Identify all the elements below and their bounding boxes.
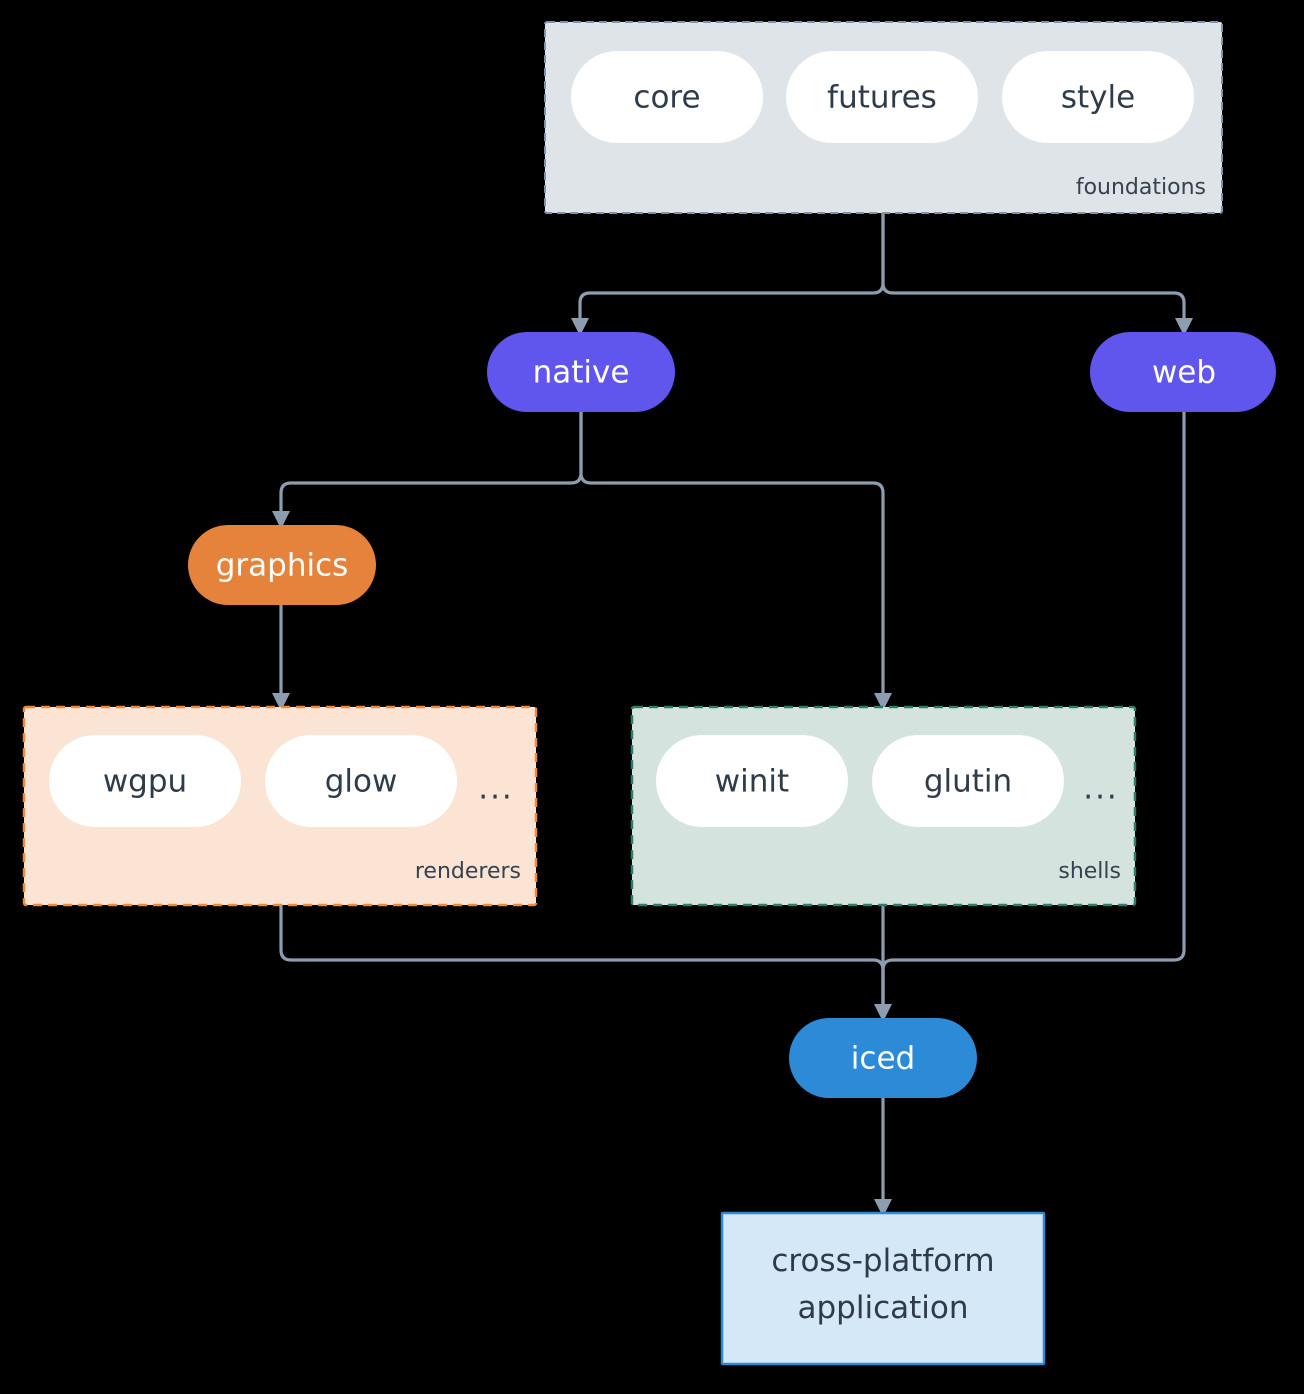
arrowhead-native-to-shells [874, 693, 892, 711]
node-native[interactable]: native [487, 332, 675, 412]
node-futures-shape[interactable] [786, 51, 978, 143]
node-web[interactable]: web [1090, 332, 1276, 412]
node-application-shape[interactable] [720, 1211, 1046, 1366]
edge-foundations-to-web [881, 213, 1186, 326]
arrowhead-foundations-to-web [1175, 318, 1193, 336]
arrowhead-native-to-graphics [272, 511, 290, 529]
node-style[interactable]: style [1002, 51, 1194, 143]
edge-layer [272, 213, 1193, 1217]
cluster-shells-label: shells [1058, 859, 1121, 884]
node-web-shape[interactable] [1090, 332, 1276, 412]
node-native-label: native [533, 355, 630, 391]
node-iced-label: iced [851, 1041, 915, 1077]
node-application[interactable]: cross-platform application [720, 1211, 1046, 1366]
node-graphics-shape[interactable] [188, 525, 376, 605]
arrowhead-graphics-to-renderers [272, 693, 290, 711]
node-web-label: web [1152, 355, 1216, 391]
cluster-foundations: core futures style foundations [544, 21, 1223, 214]
node-application-label-line2: application [798, 1290, 969, 1326]
edge-web-to-iced [881, 412, 1186, 1012]
node-core[interactable]: core [571, 51, 763, 143]
edge-native-to-shells [579, 412, 885, 701]
node-application-label-line1: cross-platform [771, 1243, 994, 1279]
node-winit[interactable]: winit [656, 735, 848, 827]
arrowhead-foundations-to-native [571, 318, 589, 336]
node-wgpu-label: wgpu [103, 764, 187, 800]
node-futures[interactable]: futures [786, 51, 978, 143]
cluster-renderers: wgpu glow ... renderers [22, 705, 538, 907]
node-graphics-label: graphics [216, 548, 349, 584]
node-wgpu[interactable]: wgpu [49, 735, 241, 827]
node-graphics[interactable]: graphics [188, 525, 376, 605]
node-futures-label: futures [827, 80, 937, 116]
node-wgpu-shape[interactable] [49, 735, 241, 827]
cluster-foundations-label: foundations [1076, 175, 1206, 200]
node-glow-shape[interactable] [265, 735, 457, 827]
cluster-renderers-label: renderers [415, 859, 521, 884]
node-style-shape[interactable] [1002, 51, 1194, 143]
node-glutin[interactable]: glutin [872, 735, 1064, 827]
node-iced[interactable]: iced [789, 1018, 977, 1098]
node-core-label: core [633, 80, 700, 116]
edge-native-to-graphics [279, 412, 583, 519]
node-glutin-label: glutin [924, 764, 1012, 800]
arrowhead-merge-to-iced [874, 1004, 892, 1022]
cluster-shells: winit glutin ... shells [630, 705, 1137, 907]
node-winit-label: winit [715, 764, 789, 800]
node-native-shape[interactable] [487, 332, 675, 412]
node-style-label: style [1061, 80, 1135, 116]
renderers-ellipsis: ... [478, 771, 514, 807]
node-iced-shape[interactable] [789, 1018, 977, 1098]
edge-renderers-to-iced [279, 905, 885, 1012]
edge-foundations-to-native [578, 213, 885, 326]
arrowhead-iced-to-application [874, 1199, 892, 1217]
node-winit-shape[interactable] [656, 735, 848, 827]
node-core-shape[interactable] [571, 51, 763, 143]
node-glow[interactable]: glow [265, 735, 457, 827]
node-glow-label: glow [325, 764, 398, 800]
node-glutin-shape[interactable] [872, 735, 1064, 827]
shells-ellipsis: ... [1083, 771, 1119, 807]
